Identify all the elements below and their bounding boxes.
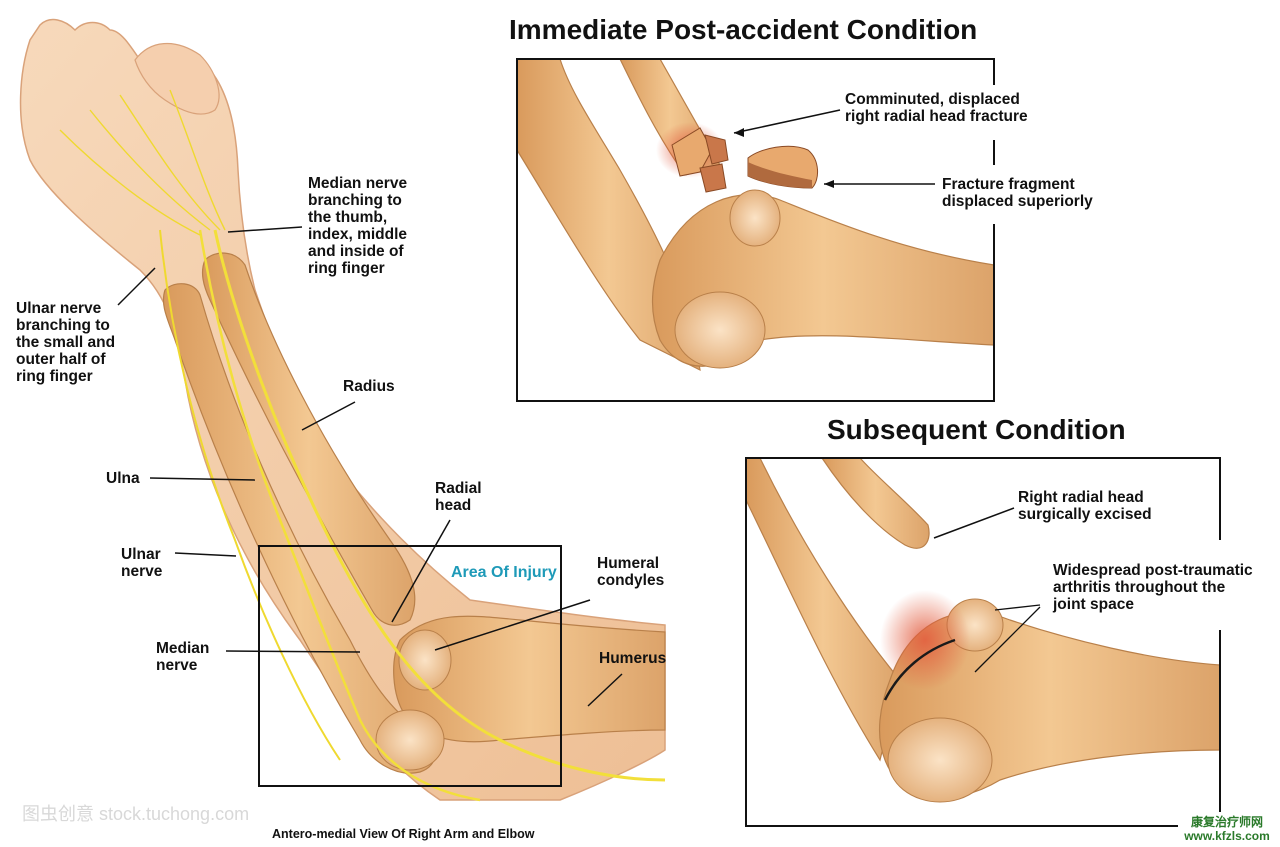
area-of-injury-label: Area Of Injury bbox=[451, 564, 557, 581]
label-ulnar-nerve-branching: Ulnar nerve branching to the small and o… bbox=[16, 300, 116, 385]
area-of-injury-box bbox=[258, 545, 562, 787]
label-humerus: Humerus bbox=[599, 650, 667, 667]
label-radius: Radius bbox=[343, 378, 395, 395]
watermark-text: 图虫创意 stock.tuchong.com bbox=[22, 804, 250, 824]
label-humeral-condyles: Humeral condyles bbox=[597, 555, 665, 589]
brand-url: www.kfzls.com bbox=[1184, 829, 1270, 843]
label-median-nerve-branching: Median nerve branching to the thumb, ind… bbox=[308, 175, 408, 277]
figure-caption: Antero-medial View Of Right Arm and Elbo… bbox=[272, 827, 535, 841]
brand-name: 康复治疗师网 bbox=[1190, 815, 1263, 829]
label-ulna: Ulna bbox=[106, 470, 140, 487]
label-radial-head: Radial head bbox=[435, 480, 482, 514]
immediate-heading: Immediate Post-accident Condition bbox=[509, 14, 978, 45]
brand-badge: 康复治疗师网 www.kfzls.com bbox=[1178, 812, 1274, 844]
label-fracture-fragment: Fracture fragment displaced superiorly bbox=[942, 176, 1093, 210]
immediate-panel-frame bbox=[516, 58, 995, 402]
subsequent-panel-illustration bbox=[745, 457, 1221, 803]
label-median-nerve: Median nerve bbox=[156, 640, 210, 674]
label-ulnar-nerve: Ulnar nerve bbox=[121, 546, 163, 580]
label-post-traumatic-arthritis: Widespread post-traumatic arthritis thro… bbox=[1053, 562, 1253, 613]
immediate-panel-illustration bbox=[516, 58, 995, 401]
label-radial-head-excised: Right radial head surgically excised bbox=[1018, 489, 1152, 523]
subsequent-heading: Subsequent Condition bbox=[827, 414, 1126, 445]
subsequent-panel-frame bbox=[745, 457, 1221, 827]
forearm-illustration bbox=[19, 18, 666, 802]
label-comminuted-fracture: Comminuted, displaced right radial head … bbox=[845, 91, 1028, 125]
leader-lines bbox=[117, 226, 623, 707]
